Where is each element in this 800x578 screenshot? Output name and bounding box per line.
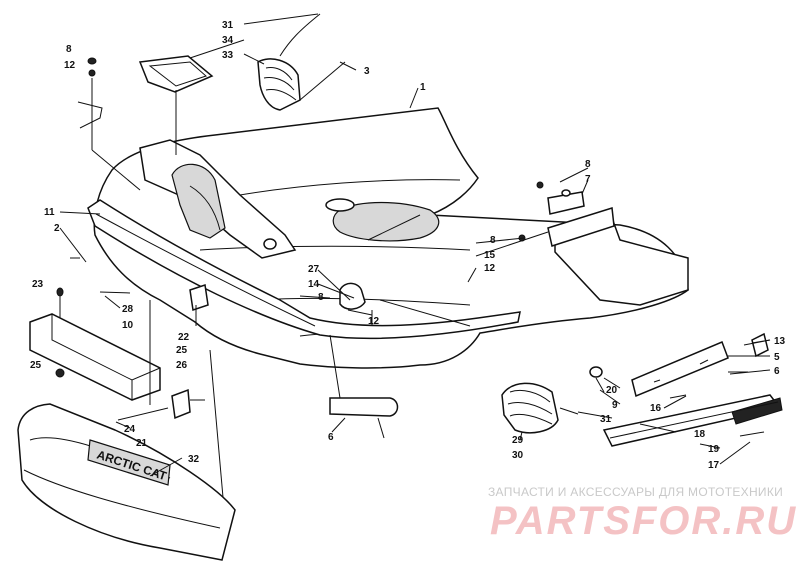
callout-19: 19: [708, 444, 720, 455]
rear-boot: [379, 299, 579, 434]
callout-29: 29: [512, 435, 524, 446]
left-fastener-stack: [77, 57, 141, 191]
callout-26: 26: [176, 360, 188, 371]
callout-34: 34: [222, 35, 234, 46]
callout-11: 11: [44, 207, 55, 218]
callout-17: 17: [708, 460, 720, 471]
callout-24: 24: [124, 424, 136, 435]
rear-plate: [518, 207, 615, 247]
center-brackets: [117, 284, 226, 521]
callout-23: 23: [32, 279, 44, 290]
callout-22: 22: [178, 332, 190, 343]
callout-3: 3: [364, 66, 370, 77]
callout-6: 6: [328, 432, 334, 443]
callout-27: 27: [308, 264, 320, 275]
callout-20: 20: [606, 385, 618, 396]
callout-28: 28: [122, 304, 134, 315]
running-board: [602, 394, 783, 447]
callout-12: 12: [368, 316, 380, 327]
callout-25: 25: [30, 360, 42, 371]
callout-8: 8: [585, 159, 591, 170]
right-top-bracket: [536, 181, 585, 215]
callout-7: 7: [585, 174, 591, 185]
callout-8: 8: [490, 235, 496, 246]
callout-18: 18: [694, 429, 706, 440]
callout-9: 9: [612, 400, 618, 411]
hood: [17, 403, 236, 561]
watermark-caption: ЗАПЧАСТИ И АКСЕССУАРЫ ДЛЯ МОТОТЕХНИКИ: [488, 485, 783, 499]
callout-8: 8: [66, 44, 72, 55]
left-front-plate: [29, 257, 161, 405]
callout-16: 16: [650, 403, 662, 414]
steering-boot: [257, 13, 346, 111]
callout-10: 10: [122, 320, 134, 331]
callout-31: 31: [222, 20, 234, 31]
callout-2: 2: [54, 223, 60, 234]
callout-25: 25: [176, 345, 188, 356]
callout-32: 32: [188, 454, 200, 465]
callout-31: 31: [600, 414, 612, 425]
callout-5: 5: [774, 352, 780, 363]
dash-vent-cover: [138, 55, 214, 155]
leader-lines: [59, 13, 771, 477]
center-strap: [329, 334, 399, 439]
callout-14: 14: [308, 279, 320, 290]
callout-15: 15: [484, 250, 496, 261]
callout-6: 6: [774, 366, 780, 377]
callout-33: 33: [222, 50, 234, 61]
callout-8: 8: [318, 292, 324, 303]
callout-labels: 31 34 33 3 8 12 1 8 7 11 2 8 15 12 27 14…: [30, 20, 786, 471]
callout-21: 21: [136, 438, 148, 449]
watermark-brand: PARTSFOR.RU: [490, 499, 797, 543]
callout-1: 1: [420, 82, 426, 93]
callout-13: 13: [774, 336, 786, 347]
body-pan: [87, 107, 689, 369]
right-hardware: [589, 332, 771, 399]
callout-12: 12: [484, 263, 496, 274]
callout-12: 12: [64, 60, 76, 71]
callout-30: 30: [512, 450, 524, 461]
